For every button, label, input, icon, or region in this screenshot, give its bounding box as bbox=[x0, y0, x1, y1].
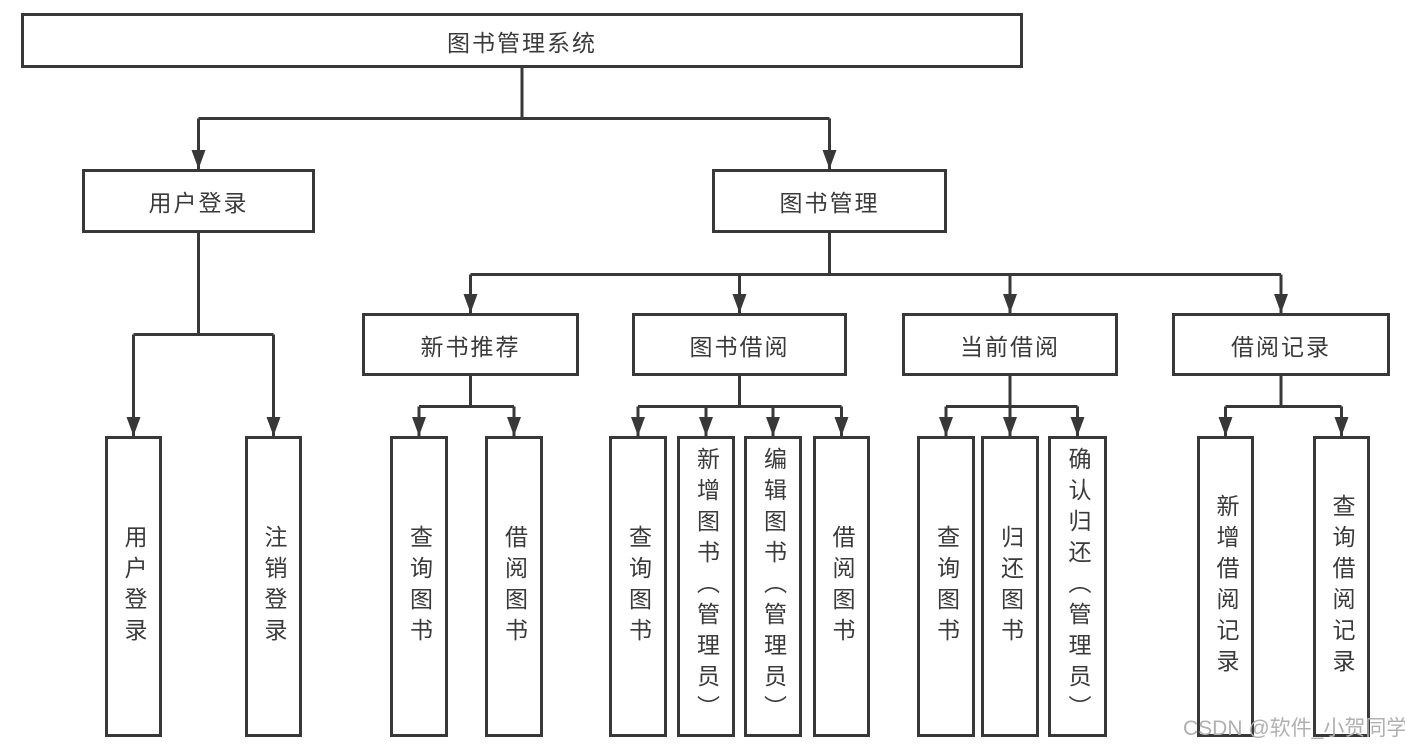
leaf-return-book-label: 归还图书 bbox=[997, 524, 1024, 649]
leaf-confirm-return-admin-label: 确认归还（管理员） bbox=[1065, 447, 1091, 726]
leaf-borrow-books-recommend: 借阅图书 bbox=[485, 436, 543, 737]
leaf-query-books-borrow: 查询图书 bbox=[609, 436, 667, 737]
leaf-query-books-borrow-label: 查询图书 bbox=[625, 524, 652, 649]
leaf-add-book-admin-label: 新增图书（管理员） bbox=[693, 447, 720, 726]
node-borrow-records-label: 借阅记录 bbox=[1231, 333, 1331, 360]
node-user-login-module-label: 用户登录 bbox=[148, 190, 249, 216]
leaf-query-books-current: 查询图书 bbox=[917, 436, 975, 737]
leaf-user-login-label: 用户登录 bbox=[121, 524, 147, 649]
leaf-query-books-recommend-label: 查询图书 bbox=[406, 524, 433, 649]
leaf-add-borrow-record: 新增借阅记录 bbox=[1197, 436, 1254, 737]
watermark: CSDN @软件_小贺同学 bbox=[1183, 717, 1405, 740]
node-new-book-recommend-label: 新书推荐 bbox=[420, 333, 521, 360]
leaf-confirm-return-admin: 确认归还（管理员） bbox=[1048, 436, 1107, 737]
connector-user-login-children bbox=[126, 233, 281, 436]
leaf-user-login: 用户登录 bbox=[105, 436, 162, 737]
node-new-book-recommend: 新书推荐 bbox=[362, 313, 579, 376]
connector-new-book-children bbox=[412, 376, 521, 436]
node-book-management: 图书管理 bbox=[712, 169, 947, 233]
leaf-query-books-recommend: 查询图书 bbox=[390, 436, 448, 737]
connector-root-to-level2 bbox=[191, 68, 837, 169]
connector-borrow-records-children bbox=[1218, 376, 1349, 436]
leaf-query-borrow-record-label: 查询借阅记录 bbox=[1329, 493, 1355, 680]
node-book-management-label: 图书管理 bbox=[779, 190, 880, 216]
connector-book-borrow-children bbox=[631, 376, 849, 436]
connector-book-management-to-level3 bbox=[463, 233, 1288, 313]
leaf-logout: 注销登录 bbox=[245, 436, 302, 737]
node-book-borrow-label: 图书借阅 bbox=[689, 333, 790, 360]
leaf-query-books-current-label: 查询图书 bbox=[933, 524, 960, 649]
node-current-borrow: 当前借阅 bbox=[902, 313, 1118, 376]
leaf-logout-label: 注销登录 bbox=[261, 524, 287, 649]
node-borrow-records: 借阅记录 bbox=[1172, 313, 1390, 376]
leaf-add-book-admin: 新增图书（管理员） bbox=[677, 436, 735, 737]
connector-current-borrow-children bbox=[939, 376, 1085, 436]
node-book-borrow: 图书借阅 bbox=[632, 313, 847, 376]
leaf-return-book: 归还图书 bbox=[981, 436, 1039, 737]
leaf-borrow-books-label: 借阅图书 bbox=[829, 524, 855, 649]
leaf-edit-book-admin: 编辑图书（管理员） bbox=[744, 436, 802, 737]
leaf-borrow-books: 借阅图书 bbox=[813, 436, 870, 737]
leaf-add-borrow-record-label: 新增借阅记录 bbox=[1213, 493, 1239, 680]
node-current-borrow-label: 当前借阅 bbox=[960, 333, 1060, 360]
leaf-borrow-books-recommend-label: 借阅图书 bbox=[501, 524, 528, 649]
leaf-edit-book-admin-label: 编辑图书（管理员） bbox=[760, 447, 787, 726]
leaf-query-borrow-record: 查询借阅记录 bbox=[1313, 436, 1370, 737]
node-user-login-module: 用户登录 bbox=[82, 169, 315, 233]
node-system-root: 图书管理系统 bbox=[21, 13, 1023, 68]
node-system-root-label: 图书管理系统 bbox=[447, 29, 597, 56]
